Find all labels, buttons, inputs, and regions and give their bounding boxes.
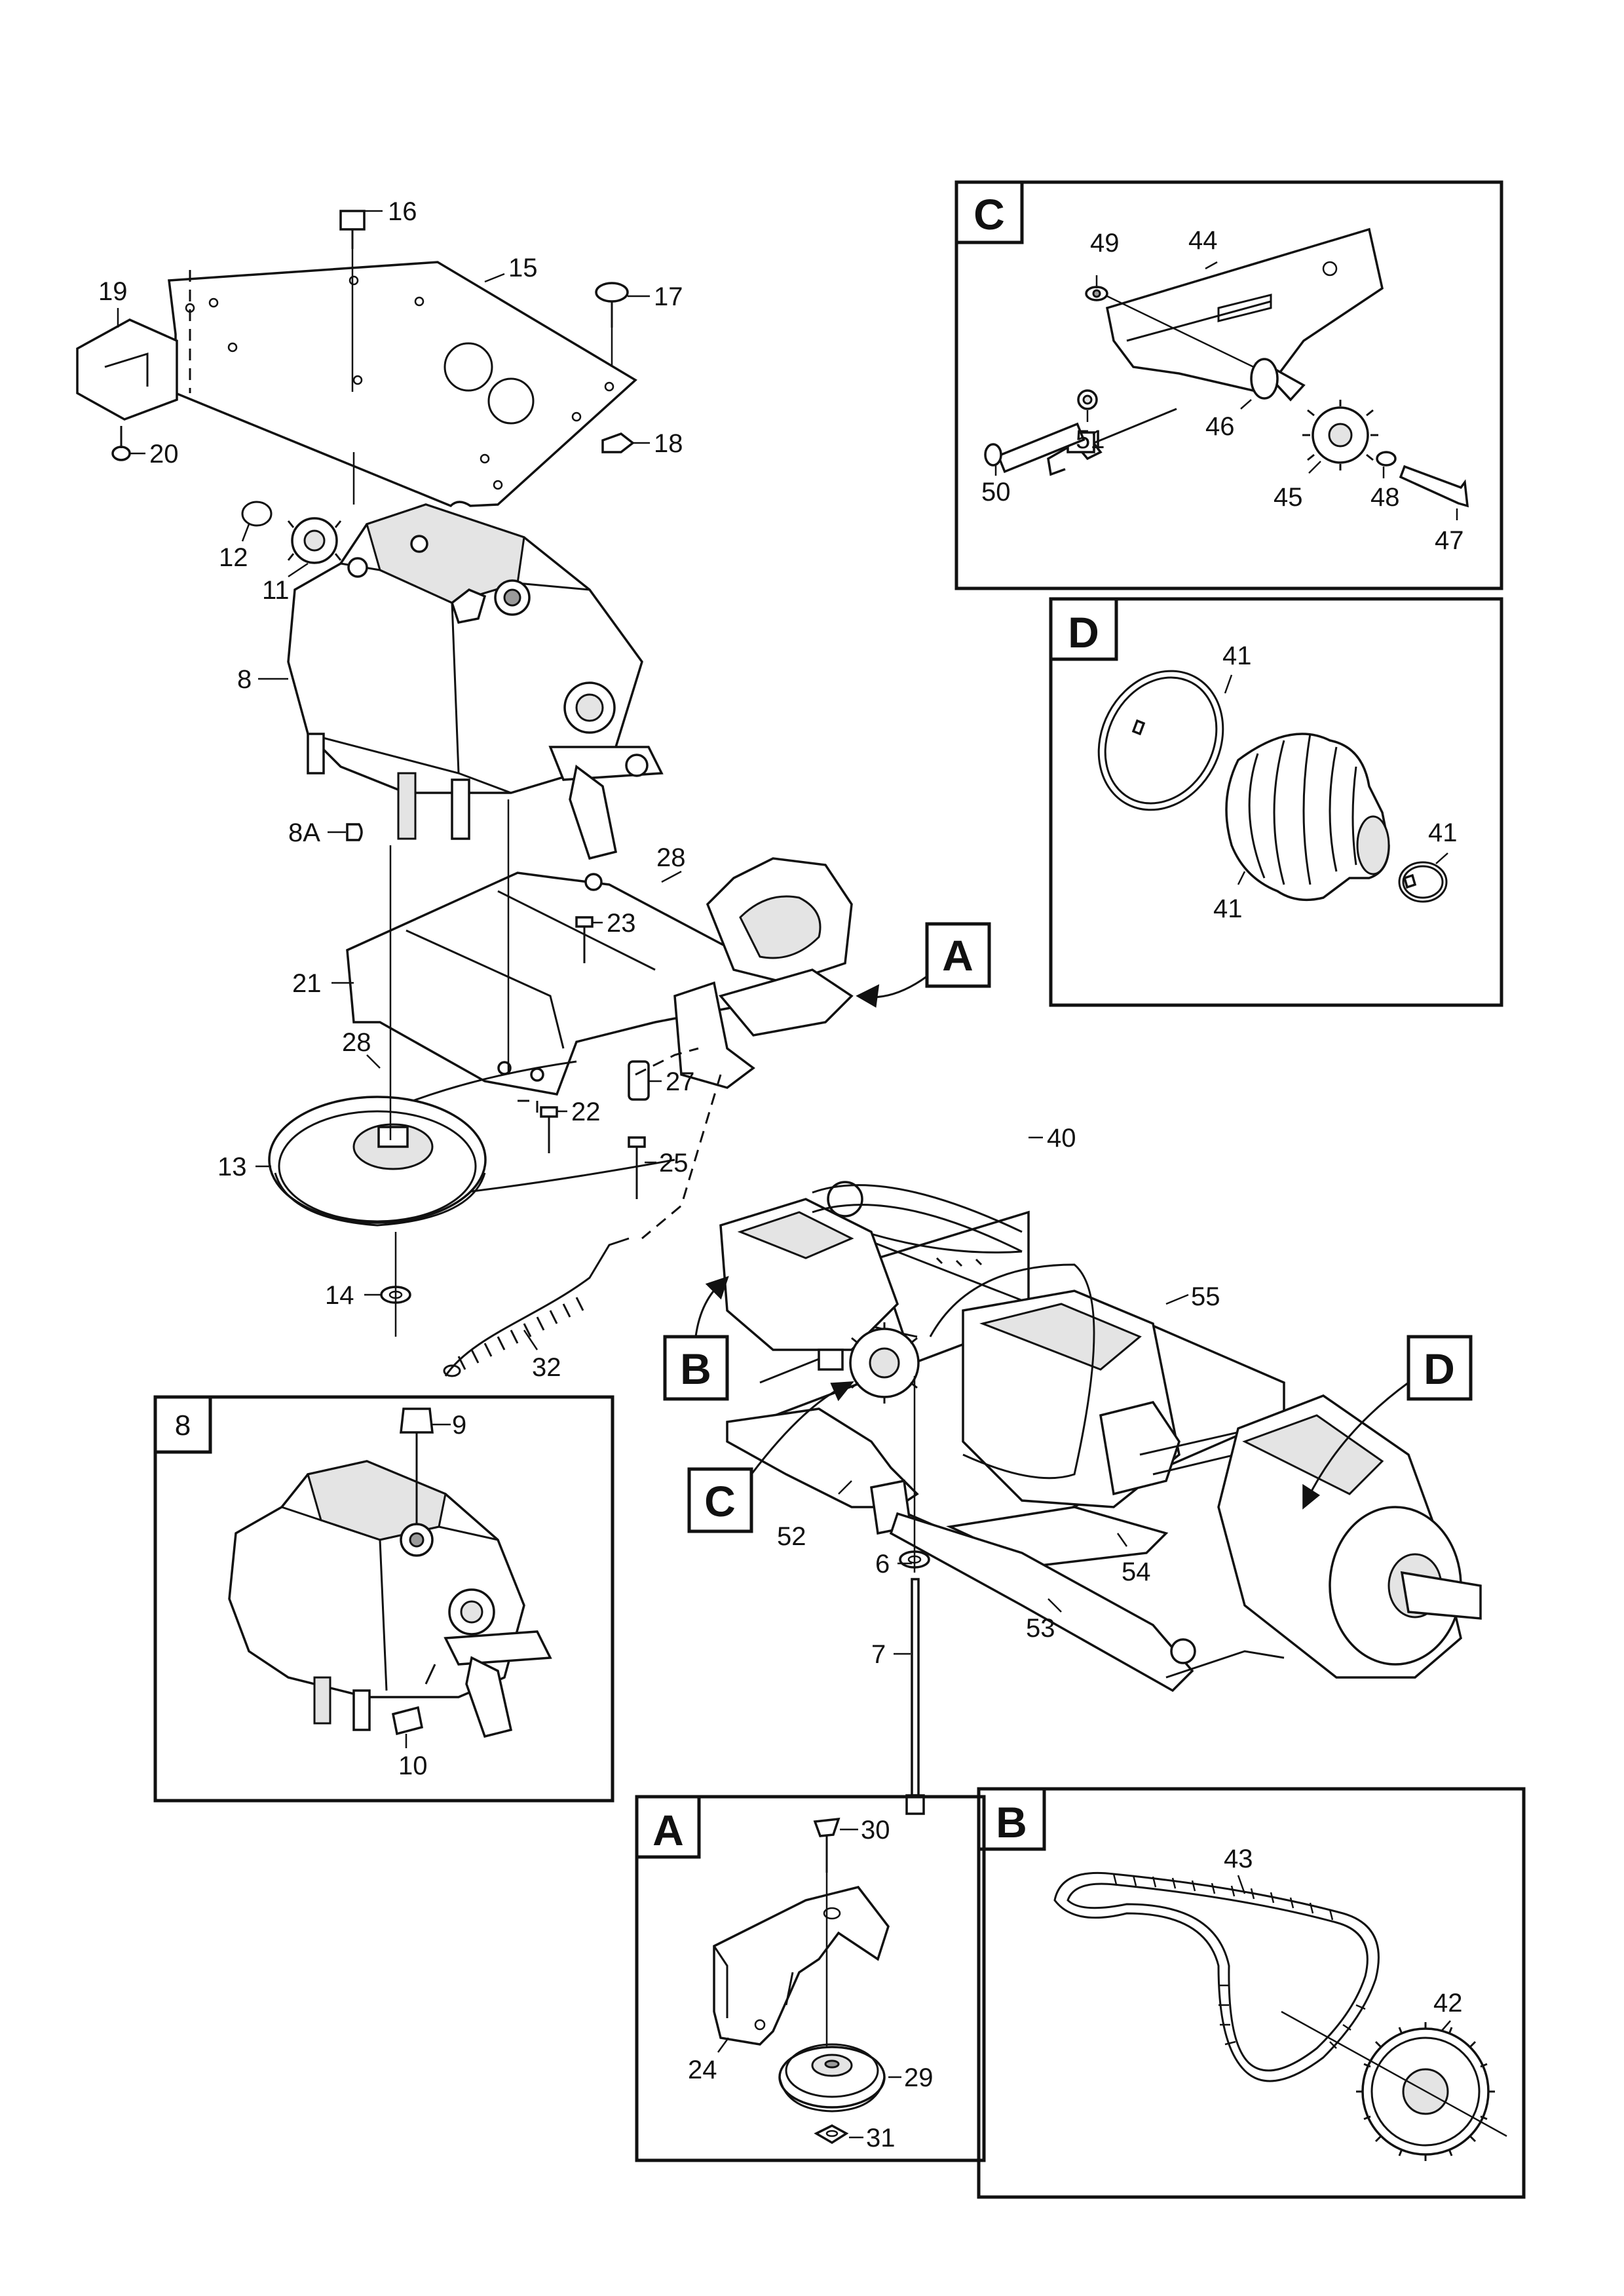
clamp-ring-small <box>1398 861 1448 903</box>
label-14: 14 <box>325 1281 354 1310</box>
transaxle-housing <box>962 1290 1291 1508</box>
label-15: 15 <box>508 254 538 282</box>
label-12: 12 <box>219 543 248 572</box>
screw-20 <box>111 426 131 461</box>
inset-A: A 30 24 29 31 <box>635 1795 986 2162</box>
nut-18 <box>601 432 635 453</box>
bolt-25 <box>628 1136 646 1199</box>
key-8A <box>346 823 363 841</box>
label-25: 25 <box>659 1149 689 1177</box>
inset-A-letter: A <box>652 1806 684 1854</box>
label-13: 13 <box>217 1153 247 1181</box>
label-8: 8 <box>237 665 252 694</box>
frame-rail-53 <box>889 1512 1196 1693</box>
callout-A: A <box>856 922 991 1008</box>
label-32: 32 <box>532 1353 561 1382</box>
inset-gearbox: 8 9 10 <box>153 1395 614 1803</box>
carriage-bolt-17 <box>595 282 629 367</box>
inset-C-label-47: 47 <box>1435 526 1464 555</box>
inset-A-label-30: 30 <box>861 1816 890 1845</box>
inset-B: B 43 42 <box>977 1787 1526 2199</box>
spring-32 <box>443 1237 630 1377</box>
label-54: 54 <box>1122 1558 1151 1586</box>
inset-C-letter: C <box>973 190 1005 239</box>
label-21: 21 <box>292 969 322 998</box>
belt-tension-bracket <box>673 968 854 1089</box>
label-23: 23 <box>607 909 636 938</box>
label-6: 6 <box>875 1550 890 1578</box>
inset-C-label-50: 50 <box>981 478 1011 507</box>
callout-A-letter: A <box>942 931 973 980</box>
label-16: 16 <box>388 197 417 226</box>
label-53: 53 <box>1026 1614 1055 1643</box>
label-52: 52 <box>777 1522 806 1551</box>
inset-C-label-49: 49 <box>1090 229 1120 258</box>
inset-B-letter: B <box>996 1798 1027 1846</box>
bolt-22 <box>540 1106 558 1153</box>
torque-arm-52 <box>726 1407 919 1535</box>
rubber-boot <box>1225 733 1390 902</box>
label-8A: 8A <box>288 818 320 847</box>
drive-chain-43 <box>1053 1871 1380 2082</box>
label-19: 19 <box>98 277 128 306</box>
nut-31 <box>814 2124 849 2145</box>
label-7: 7 <box>871 1640 886 1669</box>
inset-D-letter: D <box>1068 608 1099 657</box>
inset-C-label-46: 46 <box>1205 412 1235 441</box>
inset-A-label-24: 24 <box>688 2056 717 2084</box>
axle-gear-housing-right <box>1165 1394 1482 1679</box>
inset-A-label-29: 29 <box>904 2063 934 2092</box>
inset-gearbox-number: 8 <box>175 1409 191 1442</box>
inset-D: D 41 41 41 <box>1049 597 1503 1007</box>
spacer-27 <box>628 1060 650 1101</box>
inset-C-label-45: 45 <box>1274 483 1303 512</box>
label-18: 18 <box>654 429 683 458</box>
inset-B-label-42: 42 <box>1433 1989 1463 2018</box>
circlip-12 <box>241 501 273 527</box>
pulley-housing <box>706 857 853 984</box>
label-55: 55 <box>1191 1282 1220 1311</box>
label-28-bottom: 28 <box>342 1028 371 1057</box>
bracket-19 <box>76 318 178 421</box>
clamp-ring-large <box>1097 670 1224 811</box>
callout-D: D <box>1302 1335 1473 1510</box>
pulley-29 <box>778 2043 886 2113</box>
callout-C-letter: C <box>704 1477 736 1525</box>
bracket-24 <box>713 1886 890 2046</box>
label-17: 17 <box>654 282 683 311</box>
inset-C-label-44: 44 <box>1188 226 1218 255</box>
sprocket-11 <box>287 517 342 564</box>
mounting-plate <box>168 261 637 508</box>
label-11: 11 <box>262 576 290 605</box>
guide-lines <box>352 452 722 1337</box>
callout-B-letter: B <box>680 1345 711 1393</box>
inset-D-label-41-clamp: 41 <box>1222 641 1252 670</box>
inset-D-label-41-small-clamp: 41 <box>1428 818 1458 847</box>
label-22: 22 <box>571 1098 601 1126</box>
label-40: 40 <box>1047 1124 1076 1153</box>
pulley-13 <box>268 1096 487 1227</box>
inset-gearbox-label-10: 10 <box>398 1751 428 1780</box>
callout-D-letter: D <box>1424 1345 1455 1393</box>
inset-B-label-43: 43 <box>1224 1845 1253 1873</box>
inset-C-label-48: 48 <box>1370 483 1400 512</box>
tension-sprocket-assembly <box>759 1322 920 1404</box>
sprocket-42 <box>1281 2010 1507 2161</box>
drive-unit-left <box>719 1181 1023 1351</box>
inset-D-label-41-boot: 41 <box>1213 894 1243 923</box>
main-labels: 16 15 17 19 20 18 12 11 8 8A 28 23 21 28… <box>98 197 1220 1669</box>
inset-A-label-31: 31 <box>866 2124 896 2152</box>
inset-C: C 49 44 46 51 50 45 48 47 <box>954 180 1503 590</box>
inset-gearbox-label-9: 9 <box>452 1411 466 1440</box>
callout-C: C <box>687 1381 854 1533</box>
frame-21 <box>346 871 795 1096</box>
callout-B: B <box>663 1276 729 1401</box>
inset-C-label-51: 51 <box>1076 425 1105 454</box>
label-27: 27 <box>666 1067 695 1096</box>
label-20: 20 <box>149 440 179 469</box>
gearbox-8 <box>287 503 664 860</box>
label-28-top: 28 <box>656 843 686 872</box>
screw-16 <box>339 210 366 392</box>
